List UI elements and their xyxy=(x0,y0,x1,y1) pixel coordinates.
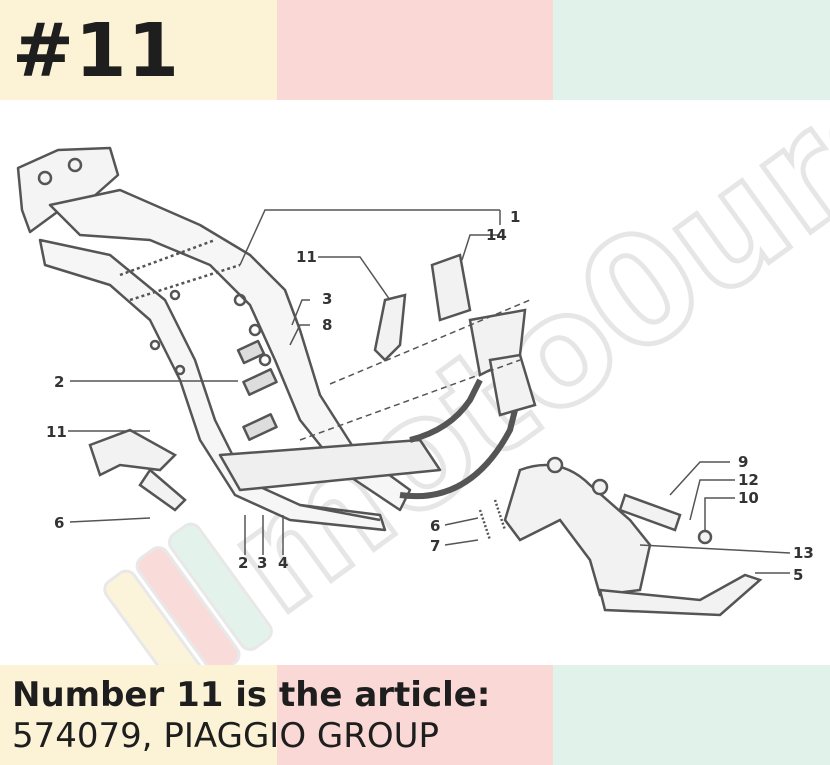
callout-1: 1 xyxy=(510,208,520,226)
callout-6-right: 6 xyxy=(430,517,440,535)
article-caption: Number 11 is the article: 574079, PIAGGI… xyxy=(12,675,490,757)
band-yellow-segment xyxy=(0,665,277,765)
center-stand xyxy=(478,456,763,617)
callout-10: 10 xyxy=(738,489,759,507)
item-number-title: #11 xyxy=(12,8,180,94)
watermark: moto0urcia xyxy=(103,100,830,665)
bracket-parts xyxy=(88,253,537,512)
callout-8-upper: 8 xyxy=(322,316,332,334)
callout-2-upper: 2 xyxy=(54,373,64,391)
callout-11-lower: 11 xyxy=(46,423,67,441)
scooter-frame xyxy=(16,146,523,532)
callout-4: 4 xyxy=(278,554,288,572)
callout-2-lower: 2 xyxy=(238,554,248,572)
band-mint-segment xyxy=(553,0,830,100)
callout-7: 7 xyxy=(430,537,440,555)
band-mint-segment xyxy=(553,665,830,765)
band-pink-segment xyxy=(276,665,554,765)
bottom-color-band xyxy=(0,665,830,765)
band-pink-segment xyxy=(276,0,554,100)
callout-labels: 1 14 11 3 8 2 11 6 2 3 4 6 7 9 12 10 13 … xyxy=(46,208,814,584)
callout-14: 14 xyxy=(486,226,507,244)
band-yellow-segment xyxy=(0,0,277,100)
callout-12: 12 xyxy=(738,471,759,489)
caption-heading: Number 11 is the article: xyxy=(12,675,491,715)
top-color-band xyxy=(0,0,830,100)
callout-9: 9 xyxy=(738,453,748,471)
caption-article-code: 574079, PIAGGIO GROUP xyxy=(12,716,440,756)
callout-3-lower: 3 xyxy=(257,554,267,572)
callout-6-left: 6 xyxy=(54,514,64,532)
parts-diagram: moto0urcia xyxy=(16,100,830,665)
callout-11-upper: 11 xyxy=(296,248,317,266)
callout-5: 5 xyxy=(793,566,803,584)
callout-13: 13 xyxy=(793,544,814,562)
callout-3-upper: 3 xyxy=(322,290,332,308)
leader-lines xyxy=(68,209,791,574)
